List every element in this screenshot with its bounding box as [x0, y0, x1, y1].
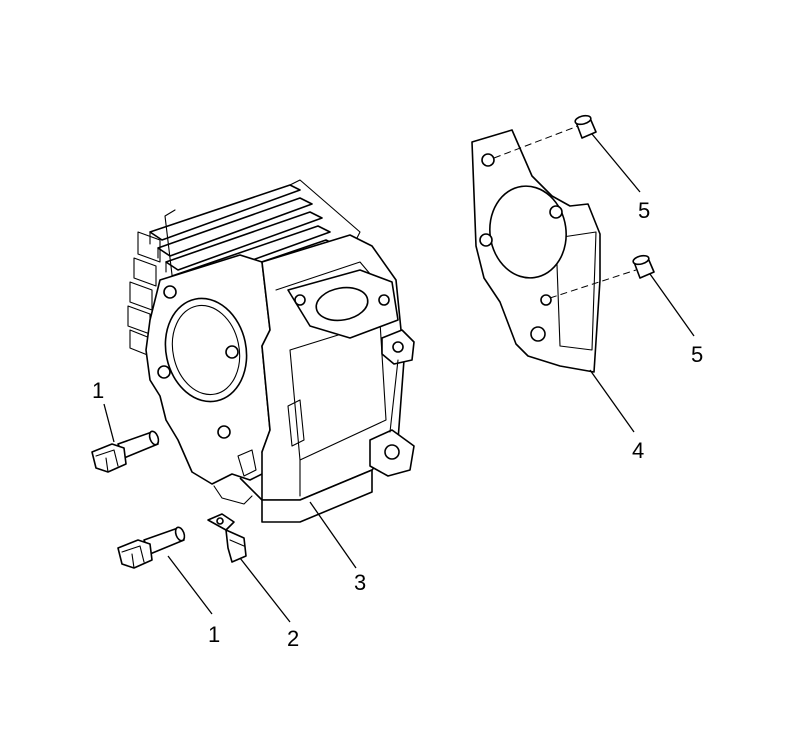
gasket-hole	[479, 233, 493, 247]
stud-hole	[225, 345, 239, 359]
cylinder-skirt	[239, 469, 373, 523]
leader-line	[591, 133, 641, 193]
leader-line	[167, 555, 213, 615]
cylinder-block	[127, 179, 415, 523]
head-gasket	[471, 129, 601, 373]
callout-clip: 2	[287, 626, 299, 651]
flange-bolt-upper	[91, 430, 160, 473]
dowel-pin-upper	[574, 114, 597, 139]
gasket-dowel-hole	[540, 294, 552, 306]
callout-gasket: 4	[632, 438, 644, 463]
leader-line	[589, 369, 635, 433]
flange-bolt-lower	[117, 526, 186, 569]
callout-dowel-lower: 5	[691, 342, 703, 367]
leader-line	[309, 501, 357, 569]
leader-line	[649, 273, 695, 337]
callout-bolt-lower: 1	[208, 622, 220, 647]
gasket-hole	[530, 326, 546, 342]
leader-line	[239, 557, 291, 623]
callout-dowel-upper: 5	[638, 198, 650, 223]
dowel-pin-lower	[632, 254, 655, 279]
gasket-hole	[549, 205, 563, 219]
stud-hole	[217, 425, 231, 439]
alignment-line	[549, 269, 637, 299]
cylinder-bore	[164, 297, 248, 403]
leader-line	[103, 403, 115, 443]
stud-hole	[163, 285, 177, 299]
intake-port	[287, 269, 399, 339]
hose-clip	[207, 513, 247, 563]
stud-hole	[157, 365, 171, 379]
alignment-line	[493, 125, 579, 159]
callout-bolt-upper: 1	[92, 378, 104, 403]
mounting-lug	[369, 329, 415, 477]
gasket-dowel-hole	[481, 153, 495, 167]
callout-cylinder: 3	[354, 570, 366, 595]
